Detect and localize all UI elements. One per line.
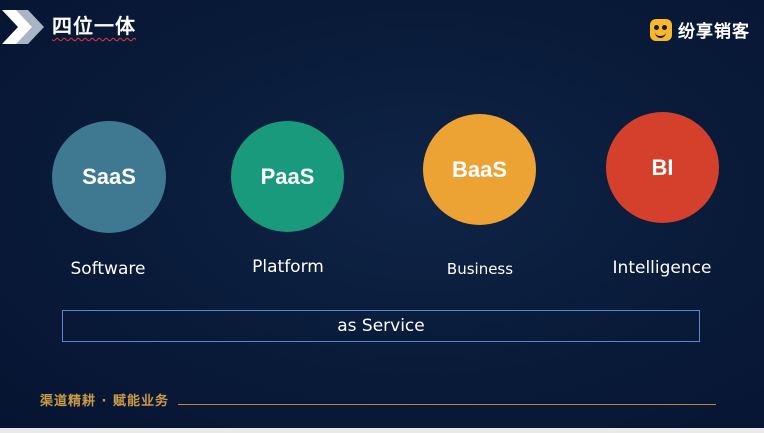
footer-divider	[178, 404, 716, 405]
intelligence-caption: Intelligence	[612, 258, 712, 278]
saas-label: SaaS	[82, 164, 136, 189]
saas-circle: SaaS	[52, 121, 166, 233]
bi-circle: BI	[606, 112, 719, 223]
as-service-box: as Service	[62, 310, 700, 342]
baas-label: BaaS	[451, 156, 508, 182]
paas-label: PaaS	[260, 163, 315, 189]
brand-name: 纷享销客	[678, 22, 750, 42]
platform-caption: Platform	[252, 257, 324, 277]
baas-circle: BaaS	[423, 114, 536, 225]
brand-logo-icon	[650, 18, 672, 41]
software-caption: Software	[70, 259, 146, 279]
chevron-arrow-icon	[2, 10, 44, 44]
brand: 纷享销客	[650, 17, 750, 42]
bottom-strip	[0, 428, 764, 433]
paas-circle: PaaS	[231, 121, 344, 232]
business-caption: Business	[446, 260, 514, 278]
page-title: 四位一体	[52, 14, 136, 38]
bi-label: BI	[651, 154, 674, 180]
footer-slogan: 渠道精耕 · 赋能业务	[40, 394, 169, 409]
as-service-label: as Service	[337, 316, 425, 336]
